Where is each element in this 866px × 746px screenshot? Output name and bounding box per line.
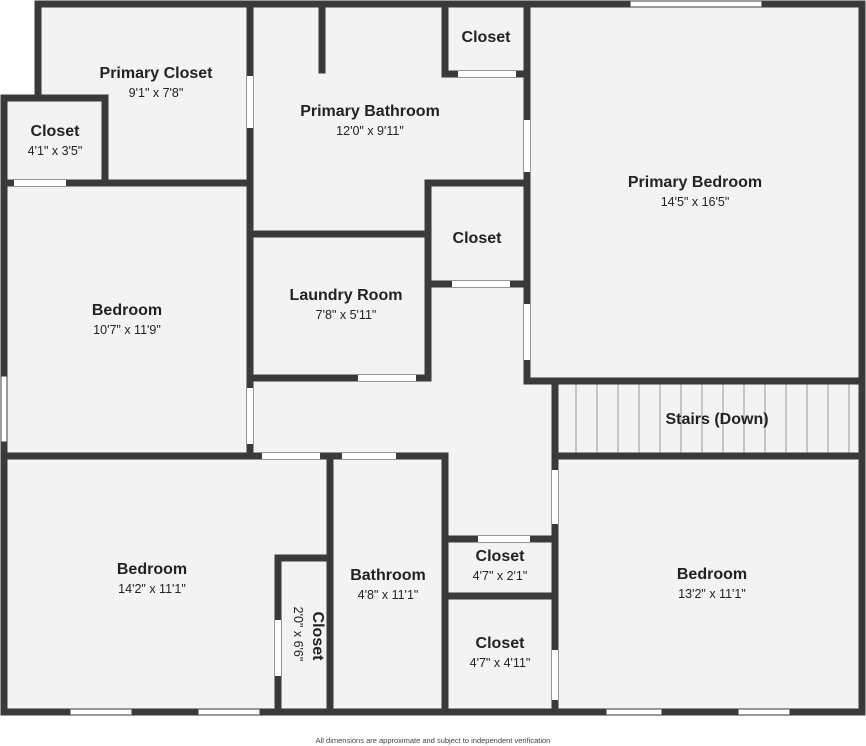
windows xyxy=(0,0,791,716)
closet-a-name: Closet xyxy=(31,123,81,140)
primary-closet-name: Primary Closet xyxy=(100,65,214,82)
closet-a-dims: 4'1" x 3'5" xyxy=(28,144,83,158)
window-bottom-1 xyxy=(69,708,133,716)
closet-bottom-name: Closet xyxy=(476,635,526,652)
bedroom-bl-dims: 14'2" x 11'1" xyxy=(118,582,186,596)
closet-bottom-dims: 4'7" x 4'11" xyxy=(470,656,531,670)
bedroom-left-dims: 10'7" x 11'9" xyxy=(93,323,161,337)
primary-bedroom-name: Primary Bedroom xyxy=(628,174,762,191)
disclaimer-text: All dimensions are approximate and subje… xyxy=(315,736,551,745)
window-left-wall xyxy=(0,375,8,443)
primary-bedroom-dims: 14'5" x 16'5" xyxy=(661,195,730,209)
bedroom-left-name: Bedroom xyxy=(92,302,162,319)
closet-vertical-name: Closet xyxy=(309,612,326,662)
bathroom-dims: 4'8" x 11'1" xyxy=(358,588,419,602)
window-bottom-3 xyxy=(605,708,663,716)
closet-small-dims: 4'7" x 2'1" xyxy=(473,569,528,583)
stair-treads xyxy=(575,384,850,453)
primary-bathroom-name: Primary Bathroom xyxy=(300,103,440,120)
closet-top-name: Closet xyxy=(462,29,512,46)
bathroom-name: Bathroom xyxy=(350,567,426,584)
closet-mid-name: Closet xyxy=(453,230,503,247)
primary-bathroom-dims: 12'0" x 9'11" xyxy=(336,124,404,138)
bedroom-bl-name: Bedroom xyxy=(117,561,187,578)
primary-closet-dims: 9'1" x 7'8" xyxy=(129,86,184,100)
room-labels: Primary Closet 9'1" x 7'8" Closet 4'1" x… xyxy=(28,29,769,670)
closet-vertical-dims: 2'0" x 6'6" xyxy=(291,607,305,662)
closet-small-name: Closet xyxy=(476,548,526,565)
window-top-right xyxy=(629,0,763,8)
window-bottom-2 xyxy=(197,708,261,716)
window-bottom-4 xyxy=(737,708,791,716)
stairs-name: Stairs (Down) xyxy=(665,411,768,428)
laundry-room-name: Laundry Room xyxy=(290,287,403,304)
door-openings xyxy=(14,71,558,700)
bedroom-br-dims: 13'2" x 11'1" xyxy=(678,587,746,601)
bedroom-br-name: Bedroom xyxy=(677,566,747,583)
laundry-room-dims: 7'8" x 5'11" xyxy=(316,308,377,322)
